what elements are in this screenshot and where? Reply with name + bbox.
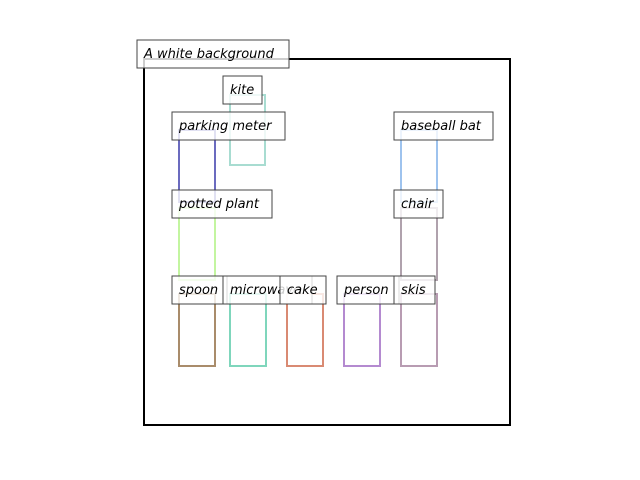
object-labels: A white background kite parking meter ba… xyxy=(136,39,494,305)
skis-label: skis xyxy=(401,283,426,298)
label-spoon: spoon xyxy=(171,275,228,305)
label-person: person xyxy=(336,275,400,305)
baseball-bat-label: baseball bat xyxy=(401,119,482,134)
label-caption: A white background xyxy=(136,39,290,69)
label-cake: cake xyxy=(279,275,327,305)
box-potted-plant xyxy=(178,207,216,281)
box-chair xyxy=(400,207,438,281)
label-chair: chair xyxy=(393,189,444,219)
label-kite: kite xyxy=(222,75,263,105)
person-label: person xyxy=(343,283,389,298)
label-parking-meter: parking meter xyxy=(171,111,286,141)
background-frame xyxy=(143,58,511,426)
box-cake xyxy=(286,293,324,367)
box-person xyxy=(343,293,381,367)
label-skis: skis xyxy=(393,275,436,305)
caption-text: A white background xyxy=(143,47,275,62)
spoon-label: spoon xyxy=(179,283,218,298)
label-potted-plant: potted plant xyxy=(171,189,273,219)
cake-label: cake xyxy=(287,283,318,298)
box-spoon xyxy=(178,293,216,367)
label-baseball-bat: baseball bat xyxy=(393,111,494,141)
kite-label: kite xyxy=(230,83,254,98)
box-microwave xyxy=(229,293,267,367)
chair-label: chair xyxy=(401,197,435,212)
potted-plant-label: potted plant xyxy=(178,197,260,212)
parking-meter-label: parking meter xyxy=(178,119,273,134)
box-skis xyxy=(400,293,438,367)
